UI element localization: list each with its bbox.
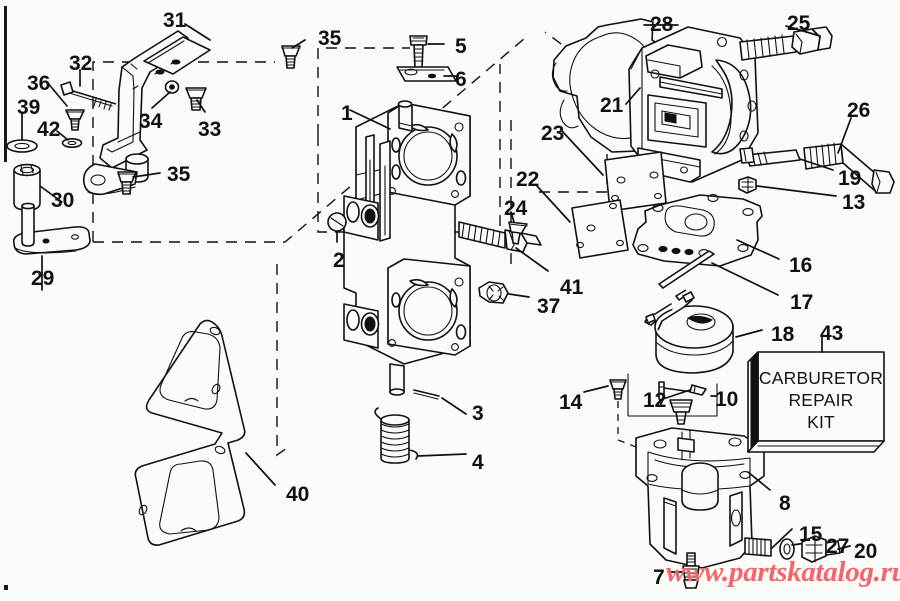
part-29-bracket — [12, 202, 91, 291]
callout-4: 4 — [472, 451, 484, 474]
part-30-bushing — [13, 163, 63, 211]
callout-1: 1 — [341, 102, 353, 125]
part-4-spring — [374, 407, 467, 464]
part-13-nut — [738, 176, 837, 197]
part-7-drain-screw — [667, 552, 700, 589]
callout-43: 43 — [820, 322, 844, 345]
part-19-stud — [739, 147, 834, 171]
part-35-screw-lower — [117, 171, 161, 195]
callout-29: 29 — [31, 267, 55, 290]
part-20-screw — [801, 535, 851, 563]
callout-33: 33 — [198, 118, 222, 141]
part-3-rod — [413, 389, 467, 415]
callout-32: 32 — [69, 52, 93, 75]
part-35-screw-upper — [281, 39, 306, 69]
site-watermark: www.partskatalog.ru — [666, 556, 900, 588]
part-17-float-pin — [658, 250, 779, 296]
callout-2: 2 — [333, 249, 345, 272]
callout-16: 16 — [789, 254, 813, 277]
part-24-screw — [508, 211, 528, 245]
callout-21: 21 — [600, 94, 624, 117]
part-10-inlet-seat — [669, 399, 693, 425]
part-37-nut — [478, 281, 530, 304]
part-26-long-bolt — [803, 117, 895, 194]
callout-30: 30 — [51, 189, 75, 212]
callout-23: 23 — [541, 122, 565, 145]
callout-22: 22 — [516, 168, 540, 191]
part-8-float-bowl — [635, 427, 771, 569]
part-15-spring — [744, 528, 793, 557]
part-2-plug — [327, 212, 347, 243]
repair-kit-line-3: KIT — [807, 412, 835, 432]
callout-5: 5 — [455, 35, 467, 58]
part-5-screw — [409, 35, 445, 68]
callout-6: 6 — [455, 68, 467, 91]
callout-3: 3 — [472, 402, 484, 425]
part-1-carburetor-body — [343, 100, 471, 396]
part-10-group-bracket — [627, 373, 718, 417]
callout-39: 39 — [17, 96, 41, 119]
part-6-plate — [396, 66, 459, 82]
repair-kit-line-1: CARBURETOR — [758, 368, 884, 388]
callout-17: 17 — [790, 291, 814, 314]
bottom-left-edge-marker — [4, 585, 8, 590]
part-18-float — [644, 289, 763, 374]
callout-37: 37 — [537, 295, 561, 318]
callout-31: 31 — [163, 9, 187, 32]
part-23-plate — [561, 130, 667, 212]
part-12-needle-valve — [658, 381, 707, 405]
part-41-bolt — [458, 221, 549, 272]
part-36-screw — [46, 81, 85, 131]
callout-12: 12 — [643, 389, 667, 412]
part-34-washer — [151, 80, 180, 109]
callout-19: 19 — [838, 167, 862, 190]
callout-28: 28 — [650, 13, 674, 36]
callout-35-lower: 35 — [167, 163, 191, 186]
callout-14: 14 — [559, 391, 583, 414]
callout-42: 42 — [37, 118, 61, 141]
part-39-washer — [6, 112, 38, 153]
part-42-washer — [56, 130, 83, 149]
part-16-gasket — [632, 194, 780, 267]
callout-24: 24 — [504, 197, 528, 220]
callout-26: 26 — [847, 99, 871, 122]
callout-34: 34 — [139, 110, 163, 133]
callout-10: 10 — [715, 388, 739, 411]
part-43-repair-kit-box — [747, 336, 885, 453]
callout-40: 40 — [286, 483, 310, 506]
callout-7: 7 — [653, 566, 665, 589]
part-22-plate — [536, 185, 629, 259]
callout-18: 18 — [771, 323, 795, 346]
callout-27: 27 — [826, 535, 850, 558]
callout-25: 25 — [787, 12, 811, 35]
callout-36: 36 — [27, 72, 51, 95]
part-33-screw — [185, 87, 207, 113]
callout-41: 41 — [560, 276, 584, 299]
part-40-gasket — [134, 319, 276, 546]
callout-20: 20 — [854, 540, 878, 563]
callout-35-upper: 35 — [318, 27, 342, 50]
part-32-long-screw — [60, 69, 117, 111]
callout-13: 13 — [842, 191, 866, 214]
repair-kit-line-2: REPAIR — [788, 390, 854, 410]
callout-15: 15 — [799, 523, 823, 546]
part-25-bolt — [739, 25, 833, 61]
left-edge-marker — [4, 6, 7, 162]
callout-8: 8 — [779, 492, 791, 515]
